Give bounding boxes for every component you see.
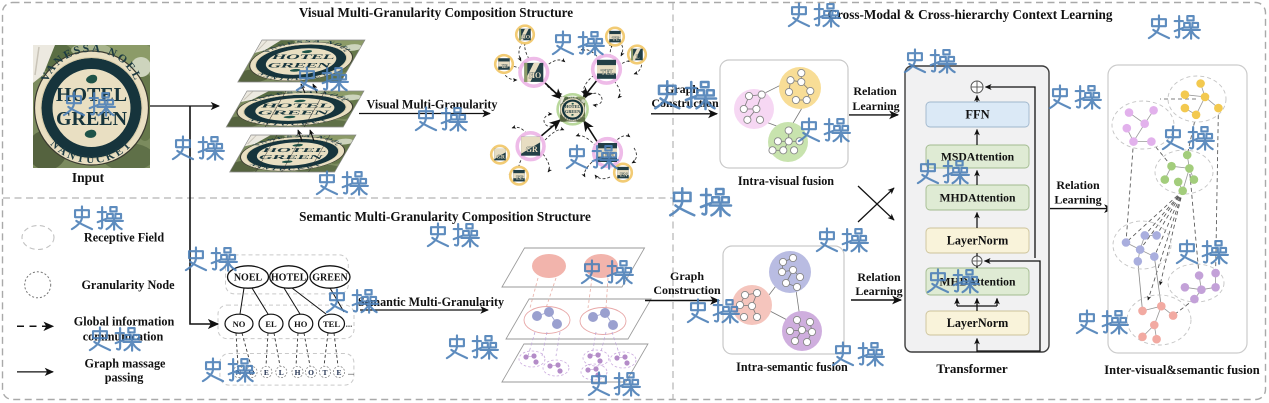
svg-text:FFN: FFN [965, 108, 989, 122]
svg-text:Construction: Construction [653, 283, 721, 297]
svg-text:Graph massage: Graph massage [85, 357, 167, 371]
svg-text:MSDAttention: MSDAttention [941, 151, 1015, 164]
svg-text:Relation: Relation [857, 270, 901, 284]
svg-text:EL: EL [265, 319, 277, 329]
svg-text:Intra-visual fusion: Intra-visual fusion [738, 174, 834, 188]
svg-text:EE: EE [516, 175, 524, 181]
svg-text:TEL: TEL [323, 319, 340, 329]
svg-text:LayerNorm: LayerNorm [947, 316, 1009, 330]
svg-text:L: L [279, 368, 284, 377]
svg-text:communication: communication [83, 330, 164, 344]
svg-text:GREEN: GREEN [312, 273, 348, 284]
svg-text:Semantic Multi-Granularity Com: Semantic Multi-Granularity Composition S… [299, 209, 591, 224]
svg-text:NO: NO [233, 319, 246, 329]
svg-text:Intra-semantic fusion: Intra-semantic fusion [736, 360, 848, 374]
svg-text:Visual Multi-Granularity Compo: Visual Multi-Granularity Composition Str… [299, 5, 573, 20]
svg-text:...: ... [346, 319, 353, 329]
svg-text:HO: HO [294, 319, 308, 329]
svg-text:NOEL: NOEL [234, 273, 263, 284]
svg-text:Visual Multi-Granularity: Visual Multi-Granularity [367, 98, 498, 112]
svg-text:Granularity Node: Granularity Node [81, 278, 175, 292]
svg-text:IE: IE [502, 64, 508, 70]
svg-text:HOTEL: HOTEL [271, 273, 307, 284]
svg-text:EN: EN [620, 172, 628, 178]
svg-text:E: E [264, 368, 269, 377]
svg-text:...: ... [348, 368, 354, 377]
svg-text:GR: GR [526, 145, 538, 154]
svg-text:TE: TE [612, 36, 620, 42]
svg-text:Receptive Field: Receptive Field [84, 231, 164, 245]
svg-text:HO: HO [521, 34, 530, 40]
svg-text:Relation: Relation [853, 84, 897, 98]
svg-text:Input: Input [72, 170, 105, 185]
svg-text:Graph: Graph [670, 269, 704, 283]
svg-text:Transformer: Transformer [936, 361, 1007, 376]
svg-text:Learning: Learning [1054, 193, 1101, 207]
svg-text:E: E [336, 368, 341, 377]
svg-text:GR: GR [496, 154, 505, 160]
svg-text:Learning: Learning [855, 284, 902, 298]
svg-text:L: L [636, 54, 640, 60]
svg-text:Global information: Global information [74, 315, 175, 329]
svg-text:H: H [295, 368, 301, 377]
svg-text:MHDAttention: MHDAttention [940, 192, 1016, 205]
svg-text:HO: HO [529, 71, 541, 80]
svg-text:Learning: Learning [852, 99, 899, 113]
svg-text:Relation: Relation [1056, 178, 1100, 192]
svg-text:LayerNorm: LayerNorm [947, 234, 1009, 248]
svg-text:passing: passing [105, 371, 144, 385]
svg-text:T: T [322, 368, 327, 377]
svg-text:Cross-Modal & Cross-hierarchy: Cross-Modal & Cross-hierarchy Context Le… [828, 7, 1113, 22]
svg-text:Semantic Multi-Granularity: Semantic Multi-Granularity [358, 295, 504, 309]
svg-text:TEL: TEL [601, 70, 615, 77]
svg-text:O: O [308, 368, 314, 377]
svg-text:Inter-visual&semantic fusion: Inter-visual&semantic fusion [1104, 363, 1259, 377]
